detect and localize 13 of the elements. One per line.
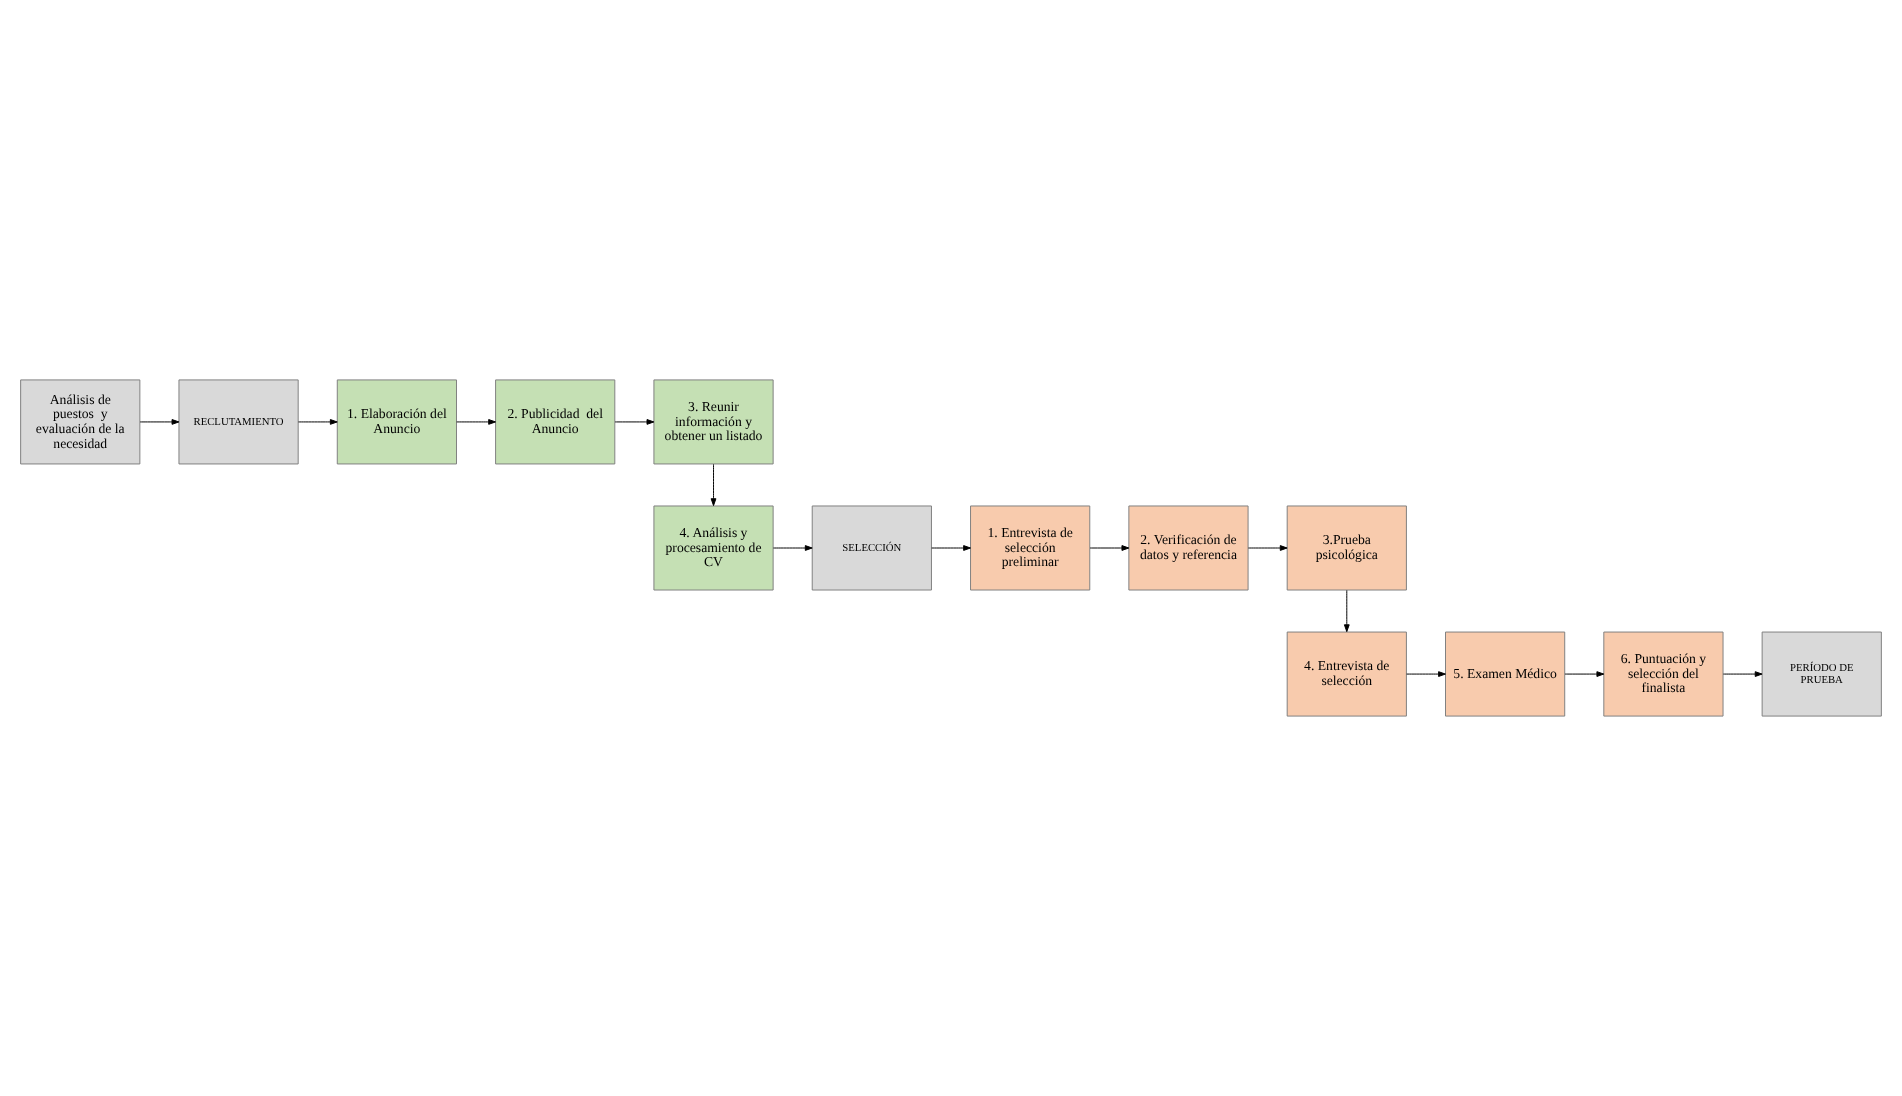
arrow [1247,545,1288,551]
arrow [1564,671,1605,677]
arrow [614,419,655,425]
arrow [297,419,338,425]
arrow [456,419,496,425]
arrow [710,463,717,507]
arrow [1089,545,1130,551]
arrow [139,419,180,425]
arrow [772,545,813,551]
arrow [931,545,971,551]
arrow [1343,589,1350,633]
arrow [1722,671,1763,677]
arrow [1406,671,1446,677]
